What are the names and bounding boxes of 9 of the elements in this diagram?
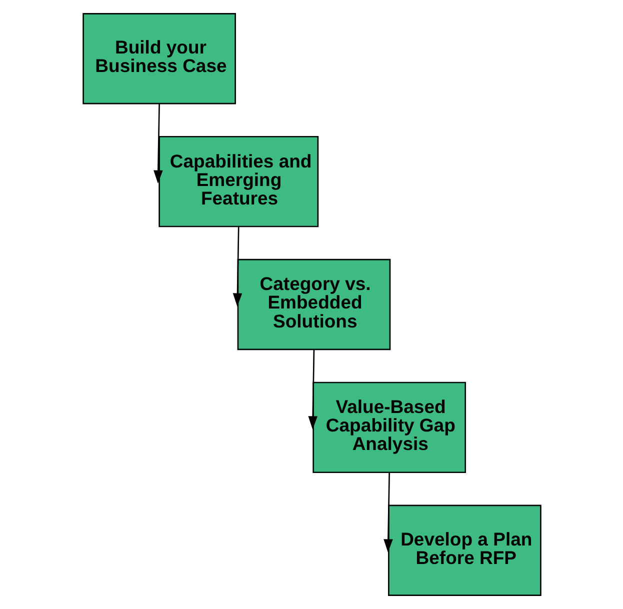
node-box: Value-Based Capability Gap Analysis	[312, 382, 466, 474]
node-box: Build your Business Case	[82, 13, 236, 104]
arrow	[232, 226, 242, 306]
node-box: Capabilities and Emerging Features	[158, 136, 318, 228]
node-box: Category vs. Embedded Solutions	[236, 258, 390, 350]
arrow	[383, 472, 392, 552]
node-box: Develop a Plan Before RFP	[388, 504, 541, 596]
arrow	[153, 104, 162, 184]
arrow	[308, 349, 317, 430]
